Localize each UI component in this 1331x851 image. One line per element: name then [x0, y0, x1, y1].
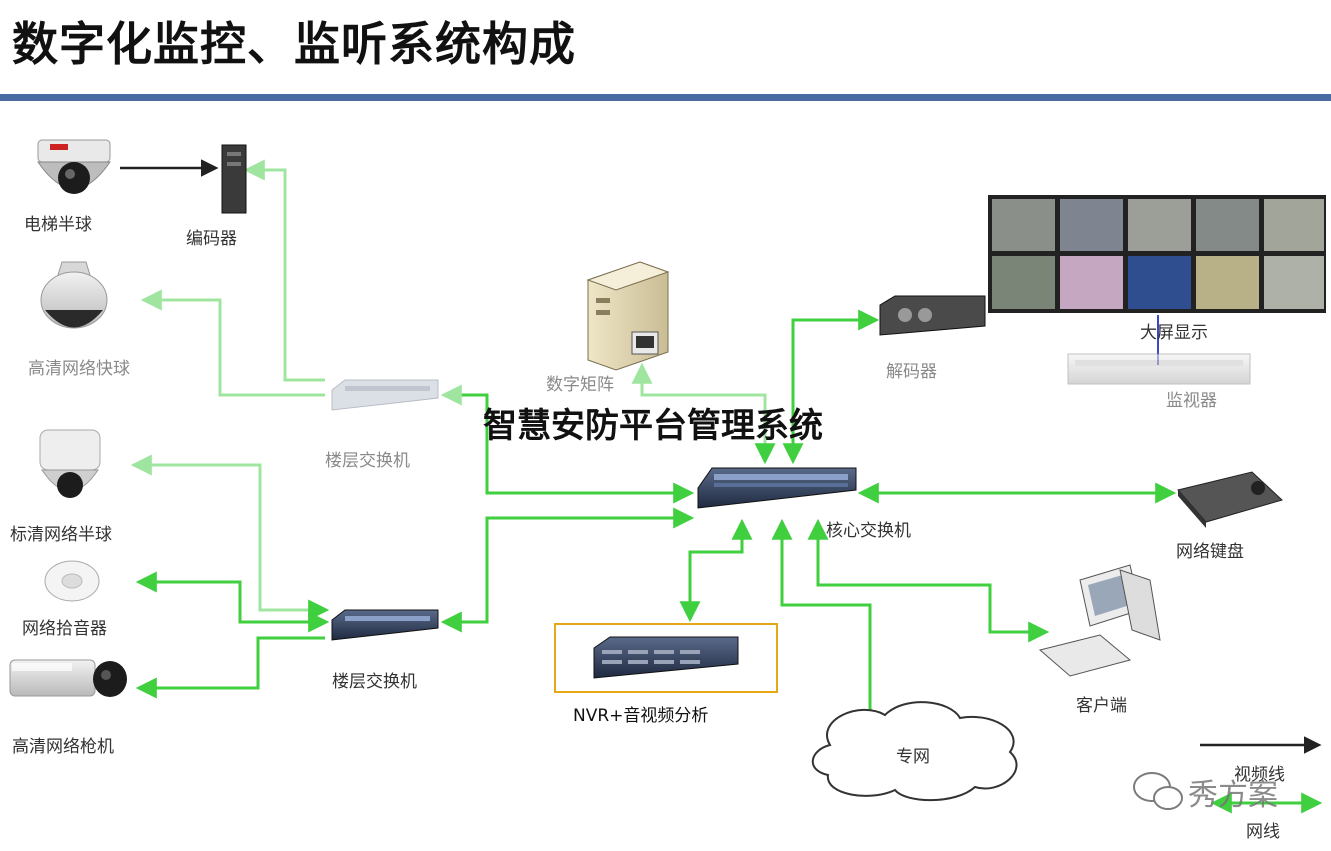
link-floorswitch-top-core	[440, 384, 695, 504]
link-sddome-floorswitch-bottom	[130, 454, 330, 621]
link-bullet-floorswitch-bottom	[135, 636, 325, 699]
client-computer-icon	[1038, 564, 1161, 677]
floor-switch-top-icon	[331, 379, 439, 411]
big-screen-video-wall-icon	[988, 195, 1326, 313]
decoder-icon	[879, 295, 986, 336]
encoder-icon	[221, 144, 247, 214]
network-microphone-icon	[44, 560, 100, 602]
floor-switch-bottom-icon	[331, 609, 439, 641]
legend-video-line-label: 视频线	[1234, 765, 1285, 785]
label-floor-switch-top: 楼层交换机	[325, 451, 410, 471]
label-monitor: 监视器	[1166, 391, 1217, 411]
label-encoder: 编码器	[186, 229, 237, 249]
network-lines	[130, 159, 1177, 733]
link-speeddome-floorswitch-top	[140, 289, 325, 397]
link-encoder-floorswitch-top	[243, 159, 325, 382]
hd-bullet-camera-icon	[9, 659, 127, 697]
page-title: 数字化监控、监听系统构成	[12, 17, 576, 71]
link-nvr-core	[679, 518, 753, 623]
label-floor-switch-bottom: 楼层交换机	[332, 672, 417, 692]
label-client: 客户端	[1076, 696, 1127, 716]
link-privatenet-core	[771, 518, 881, 733]
legend-network-line-label: 网线	[1246, 822, 1280, 842]
label-core-switch: 核心交换机	[826, 521, 911, 541]
label-sd-dome: 标清网络半球	[10, 525, 112, 545]
label-decoder: 解码器	[886, 362, 937, 382]
nvr-storage-icon	[593, 636, 739, 679]
link-decoder-core	[782, 309, 880, 465]
label-net-keyboard: 网络键盘	[1176, 542, 1244, 562]
hd-speed-dome-camera-icon	[40, 261, 108, 329]
monitor-icon	[1067, 353, 1251, 385]
core-switch-icon	[697, 467, 857, 509]
wechat-watermark-icon	[1133, 772, 1183, 810]
label-net-mic: 网络拾音器	[22, 619, 107, 639]
nvr-highlight-frame	[554, 623, 778, 693]
label-platform: 智慧安防平台管理系统	[483, 406, 823, 446]
title-divider	[0, 94, 1331, 101]
link-mic-floorswitch-bottom	[135, 571, 330, 633]
private-network-cloud-icon	[811, 701, 1018, 802]
label-nvr: NVR+音视频分析	[573, 706, 708, 726]
network-keyboard-icon	[1177, 471, 1283, 528]
label-hd-bullet: 高清网络枪机	[12, 737, 114, 757]
label-big-screen: 大屏显示	[1140, 323, 1208, 343]
label-elevator-dome: 电梯半球	[24, 215, 92, 235]
label-digital-matrix: 数字矩阵	[546, 375, 614, 395]
digital-matrix-server-icon	[586, 261, 670, 371]
label-hd-speed-dome: 高清网络快球	[28, 359, 130, 379]
watermark-text: 秀方案	[1188, 778, 1278, 813]
link-floorswitch-bottom-core	[440, 507, 695, 633]
link-matrix-core	[631, 362, 776, 465]
label-private-net: 专网	[896, 747, 930, 767]
sd-dome-camera-icon	[39, 429, 101, 498]
elevator-dome-camera-icon	[37, 139, 111, 194]
